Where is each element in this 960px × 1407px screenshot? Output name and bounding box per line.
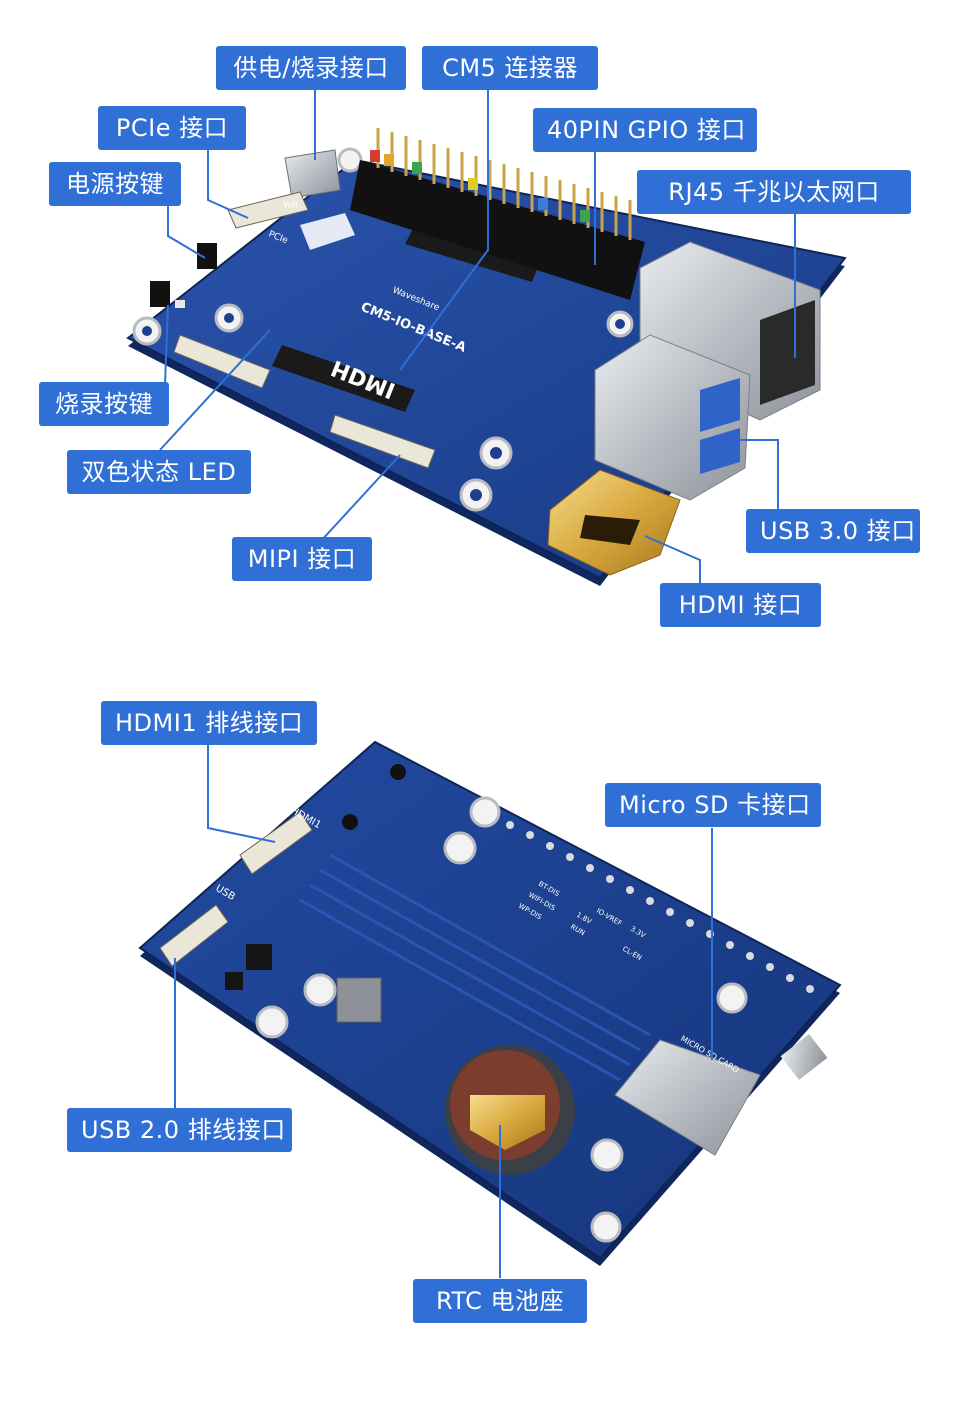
silk-wr: WR <box>283 201 298 211</box>
label-usb3-port: USB 3.0 接口 <box>746 509 920 553</box>
usb-ribbon-connector <box>159 904 229 967</box>
label-flash-button: 烧录按键 <box>39 382 169 426</box>
cm5-connector-1 <box>405 225 540 282</box>
inductor <box>336 977 382 1023</box>
pcie-connector <box>227 191 309 229</box>
label-rtc-battery: RTC 电池座 <box>413 1279 587 1323</box>
label-power-flash-port: 供电/烧录接口 <box>216 46 406 90</box>
gpio-header <box>350 160 645 300</box>
mipi-connector-2 <box>173 334 271 389</box>
top-board: CM5-IO-BASE-A Waveshare HDMI WR PCIe <box>126 128 847 586</box>
bottom-leader-lines <box>174 745 713 1278</box>
gpio-color-marks <box>370 150 590 222</box>
label-status-led: 双色状态 LED <box>67 450 251 494</box>
label-gpio-header: 40PIN GPIO 接口 <box>533 108 757 152</box>
status-led <box>175 300 185 308</box>
flash-button <box>150 281 170 307</box>
mipi-connector <box>329 414 436 469</box>
label-usb2-ribbon: USB 2.0 排线接口 <box>67 1108 292 1152</box>
hdmi1-ribbon-connector <box>239 811 313 875</box>
label-hdmi-port: HDMI 接口 <box>660 583 821 627</box>
bottom-board-pcb <box>138 740 842 1260</box>
top-leader-lines <box>159 90 796 583</box>
label-micro-sd-slot: Micro SD 卡接口 <box>605 783 821 827</box>
label-pcie-port: PCIe 接口 <box>98 106 246 150</box>
label-cm5-connector: CM5 连接器 <box>422 46 598 90</box>
power-button <box>197 243 217 269</box>
gpio-holes <box>506 821 814 993</box>
label-power-button: 电源按键 <box>49 162 181 206</box>
bottom-board: HDMI1 USB MICRO SD CARD BT-DIS WIFI-DIS … <box>138 740 842 1266</box>
micro-sd-slot <box>614 1039 761 1156</box>
label-rj45-port: RJ45 千兆以太网口 <box>637 170 911 214</box>
label-hdmi1-ribbon: HDMI1 排线接口 <box>101 701 317 745</box>
micro-usb-port <box>780 1034 828 1080</box>
usb-c-port <box>284 149 341 199</box>
cm5-connector-2 <box>272 345 415 412</box>
bottom-mounting-holes <box>255 796 748 1243</box>
label-mipi-port: MIPI 接口 <box>232 537 372 581</box>
